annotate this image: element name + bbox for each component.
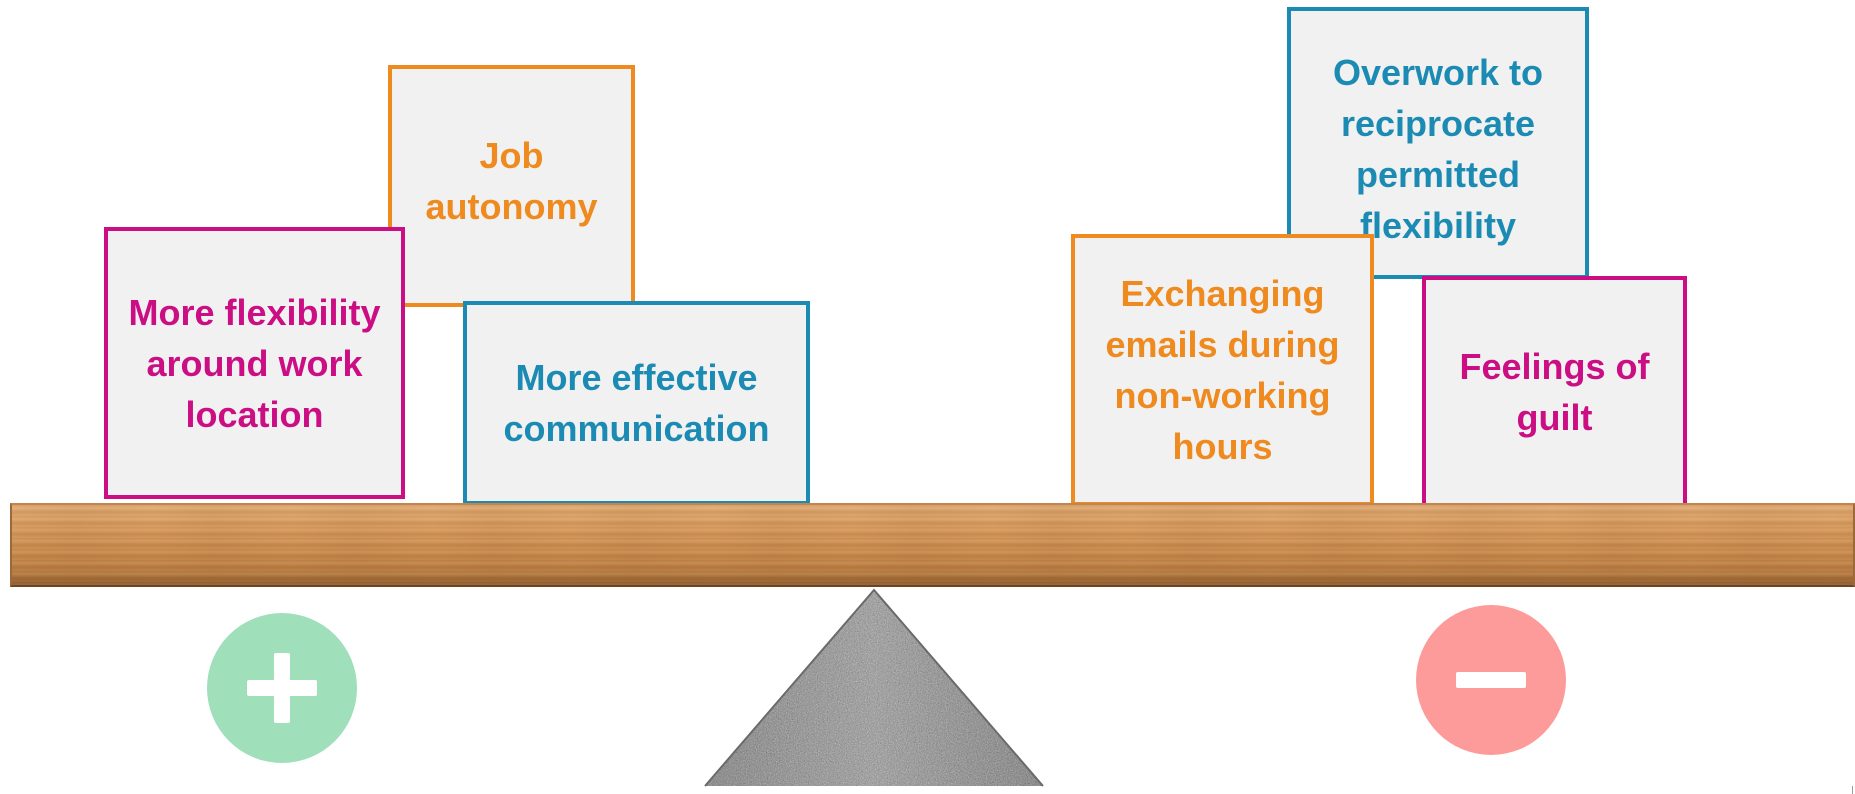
triangle-stone-fulcrum-icon	[704, 588, 1044, 787]
effective-communication-box: More effective communication	[463, 301, 810, 505]
plus-circle	[207, 613, 357, 763]
minus-icon	[1456, 672, 1526, 688]
job-autonomy-box: Job autonomy	[388, 65, 635, 307]
wooden-beam	[10, 503, 1855, 587]
effective-communication-text: More effective communication	[503, 357, 770, 449]
job-autonomy-text: Job autonomy	[425, 135, 598, 227]
more-flexibility-box: More flexibility around work location	[104, 227, 405, 499]
minus-circle	[1416, 605, 1566, 755]
feelings-of-guilt-text: Feelings of guilt	[1459, 346, 1650, 438]
corner-tick	[1852, 786, 1853, 794]
exchanging-emails-box: Exchanging emails during non-working hou…	[1071, 234, 1374, 506]
feelings-of-guilt-box: Feelings of guilt	[1422, 276, 1687, 508]
more-flexibility-text: More flexibility around work location	[128, 291, 381, 435]
overwork-text: Overwork to reciprocate permitted flexib…	[1332, 52, 1544, 246]
plus-icon-vertical	[274, 653, 290, 723]
exchanging-emails-text: Exchanging emails during non-working hou…	[1105, 273, 1340, 467]
